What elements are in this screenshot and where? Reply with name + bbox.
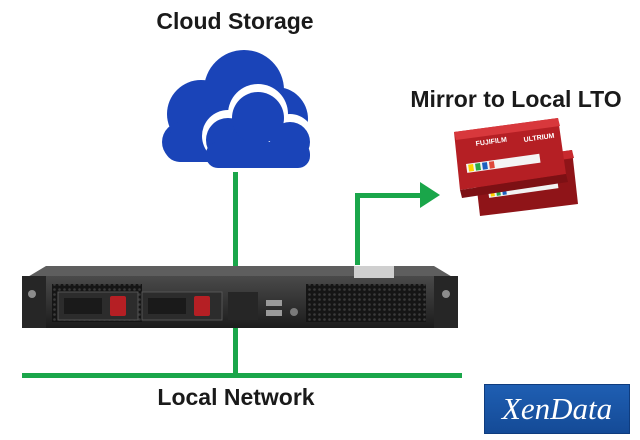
mirror-connector-vertical [355,193,360,265]
local-network-line [22,373,462,378]
drive-release-latch [110,296,126,316]
usb-port-icon [266,310,282,316]
usb-port-icon [266,300,282,306]
tape-cartridge-front [454,118,568,198]
cloud-storage-label: Cloud Storage [156,8,314,34]
drive-bay-2 [141,291,223,321]
cloud-icon [162,50,314,168]
lto-tape-icon: FUJIFILM ULTRIUM [454,118,578,216]
drive-release-latch [194,296,210,316]
right-rack-ear [434,276,458,328]
tape-brand: FUJIFILM [475,137,507,148]
local-network-label: Local Network [157,384,315,410]
rack-server [22,266,458,328]
mirror-connector-horizontal [355,193,423,198]
xendata-logo: XenData [484,384,630,434]
left-screw-icon [28,290,36,298]
right-vent-grille [306,284,426,322]
mirror-arrow-head [420,182,440,208]
tape-format: ULTRIUM [523,133,555,144]
cloud-connector-line [233,172,238,268]
power-button-icon [290,308,298,316]
right-screw-icon [442,290,450,298]
left-rack-ear [22,276,46,328]
mirror-lto-label: Mirror to Local LTO [410,86,622,112]
pull-out-tag [354,266,394,278]
drive-bay-1 [57,291,139,321]
front-panel-controls [228,292,258,320]
network-drop-line [233,328,238,376]
